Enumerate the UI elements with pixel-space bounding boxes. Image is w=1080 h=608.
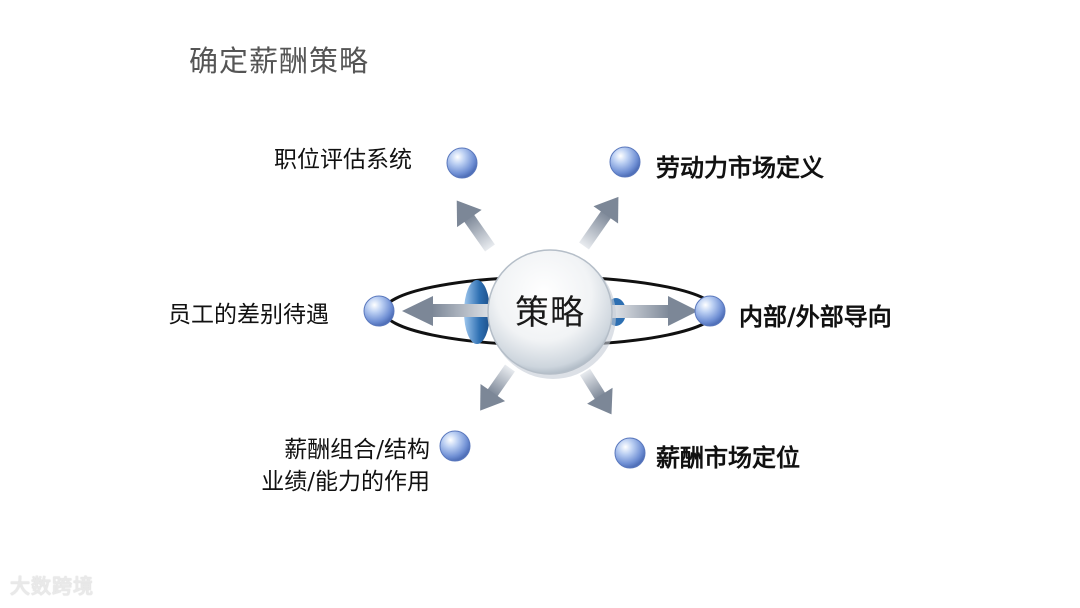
- node-label-labor-market: 劳动力市场定义: [656, 148, 824, 183]
- arrow-upper-right: [572, 188, 631, 254]
- watermark: 大数跨境: [10, 570, 94, 599]
- node-label-employee-treatment: 员工的差别待遇: [168, 295, 329, 329]
- arrow-upper-left: [444, 192, 502, 257]
- node-ball-labor-market: [610, 147, 640, 177]
- node-label-job-evaluation: 职位评估系统: [274, 140, 412, 174]
- node-ball-job-evaluation: [447, 148, 477, 178]
- node-ball-pay-mix: [440, 431, 470, 461]
- node-label-orientation: 内部/外部导向: [739, 297, 892, 332]
- node-ball-pay-positioning: [615, 438, 645, 468]
- node-label-pay-mix-line1: 薪酬组合/结构: [226, 430, 430, 464]
- node-label-pay-mix-line2: 业绩/能力的作用: [226, 462, 430, 496]
- node-ball-orientation: [695, 296, 725, 326]
- node-label-pay-positioning: 薪酬市场定位: [656, 438, 800, 473]
- hub-label: 策略: [492, 285, 608, 334]
- arrow-lower-left: [468, 359, 522, 419]
- node-ball-employee-treatment: [364, 296, 394, 326]
